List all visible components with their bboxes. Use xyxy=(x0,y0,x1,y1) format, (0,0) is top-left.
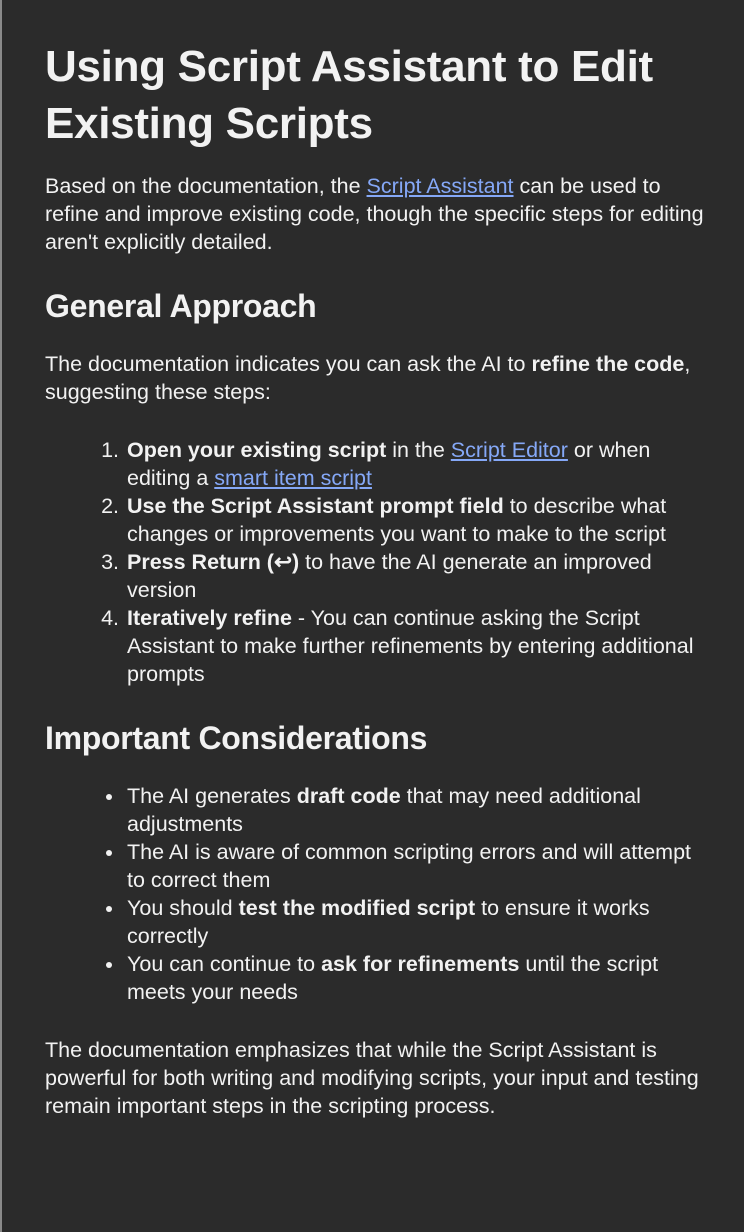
step-item: Iteratively refine - You can continue as… xyxy=(125,604,714,688)
intro-paragraph: Based on the documentation, the Script A… xyxy=(45,172,714,256)
consideration-item: You should test the modified script to e… xyxy=(125,894,714,950)
text: to have the AI generate an improved vers… xyxy=(127,550,652,602)
text: until the script meets your needs xyxy=(127,952,659,1004)
bold-text: ask for refinements xyxy=(321,952,520,976)
consideration-item: You can continue to ask for refinements … xyxy=(125,950,714,1006)
text: can be used to refine and improve existi… xyxy=(45,174,704,254)
conclusion-paragraph: The documentation emphasizes that while … xyxy=(45,1038,699,1118)
bold-text: Open your existing script xyxy=(127,438,387,462)
text: or when editing a xyxy=(127,438,651,490)
general-paragraph: The documentation indicates you can ask … xyxy=(45,350,714,406)
bold-text: draft code xyxy=(296,784,401,808)
bold-text: refine the code xyxy=(531,352,685,376)
considerations-list: The AI generates draft code that may nee… xyxy=(45,782,714,1006)
script-assistant-link[interactable]: Script Assistant xyxy=(366,174,514,198)
script-editor-link[interactable]: Script Editor xyxy=(450,438,568,462)
text: You can continue to xyxy=(127,952,322,976)
bold-text: Use the Script Assistant prompt field xyxy=(127,494,504,518)
text: to ensure it works correctly xyxy=(127,896,650,948)
text: to describe what changes or improvements… xyxy=(127,494,667,546)
document: Using Script Assistant to Edit Existing … xyxy=(2,0,744,1120)
general-approach-heading: General Approach xyxy=(45,288,317,324)
bold-text: Iteratively refine xyxy=(127,606,292,630)
consideration-item: The AI is aware of common scripting erro… xyxy=(125,838,714,894)
considerations-heading: Important Considerations xyxy=(45,720,428,756)
text: The AI generates xyxy=(127,784,297,808)
text: that may need additional adjustments xyxy=(127,784,641,836)
steps-list: Open your existing script in the Script … xyxy=(45,436,714,688)
text: in the xyxy=(386,438,451,462)
bold-text: test the modified script xyxy=(238,896,476,920)
step-item: Use the Script Assistant prompt field to… xyxy=(125,492,714,548)
text: You should xyxy=(127,896,239,920)
bold-text: Press Return (↩) xyxy=(127,550,300,574)
consideration-item: The AI generates draft code that may nee… xyxy=(125,782,714,838)
smart-item-script-link[interactable]: smart item script xyxy=(214,466,372,490)
text: , suggesting these steps: xyxy=(45,352,691,404)
step-item: Open your existing script in the Script … xyxy=(125,436,714,492)
page-title: Using Script Assistant to Edit Existing … xyxy=(45,42,653,148)
text: The documentation indicates you can ask … xyxy=(45,352,532,376)
text: The AI is aware of common scripting erro… xyxy=(127,840,691,892)
text: Based on the documentation, the xyxy=(45,174,367,198)
step-item: Press Return (↩) to have the AI generate… xyxy=(125,548,714,604)
text: - You can continue asking the Script Ass… xyxy=(127,606,694,686)
